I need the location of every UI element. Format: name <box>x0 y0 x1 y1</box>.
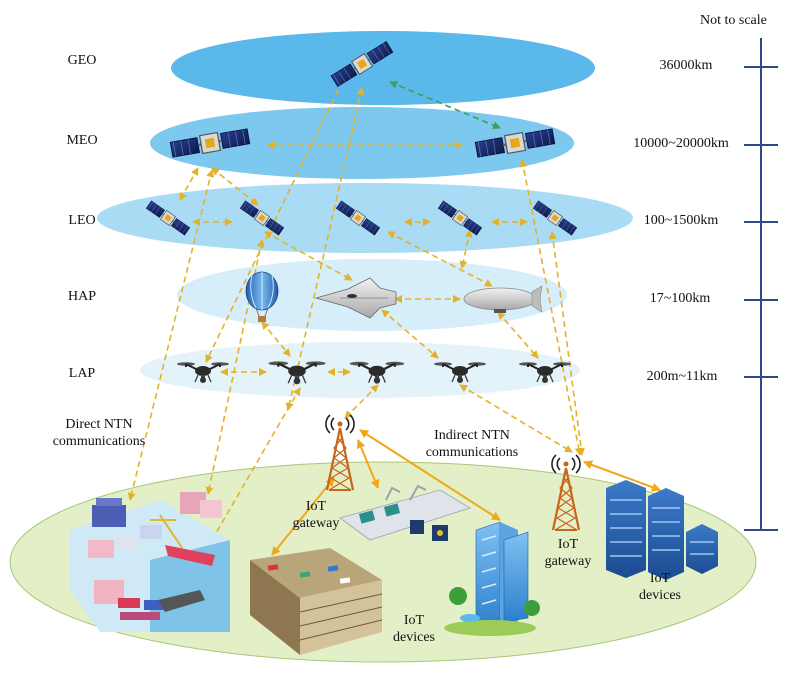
hap-label: HAP <box>67 289 96 304</box>
airship-icon <box>463 285 543 313</box>
direct-ntn-line-1: Direct NTN <box>65 417 133 432</box>
geo-layer-disc <box>171 31 595 105</box>
gateway-left-line-1: IoT <box>305 499 327 514</box>
lap-altitude-label: 200m~11km <box>646 369 718 384</box>
data-center-icon <box>606 480 718 580</box>
aircraft-icon <box>314 277 397 319</box>
gateway-right-line-1: IoT <box>557 537 579 552</box>
factory-line-icon <box>339 484 471 541</box>
direct-ntn-label: Direct NTN communications <box>14 416 184 450</box>
balloon-icon <box>245 271 279 322</box>
lap-label: LAP <box>68 366 96 381</box>
office-building-icon <box>444 521 540 636</box>
leo-altitude-label: 100~1500km <box>643 213 719 228</box>
indirect-ntn-label: Indirect NTN communications <box>392 427 552 461</box>
gateway-left-line-2: gateway <box>292 516 340 531</box>
iot-gateway-label-right: IoT gateway <box>528 536 608 570</box>
leo-label: LEO <box>68 213 96 228</box>
iot-devices-label-right: IoT devices <box>620 570 700 604</box>
iot-devices-label-center: IoT devices <box>374 612 454 646</box>
direct-ntn-line-2: communications <box>52 434 146 449</box>
devices-center-line-2: devices <box>393 630 435 645</box>
altitude-scale-bar <box>744 38 778 531</box>
meo-label: MEO <box>66 133 98 148</box>
iot-gateway-label-left: IoT gateway <box>276 498 356 532</box>
meo-altitude-label: 10000~20000km <box>633 136 729 151</box>
port-city-icon <box>70 492 230 632</box>
scale-note: Not to scale <box>700 13 767 28</box>
geo-altitude-label: 36000km <box>659 58 713 73</box>
indirect-ntn-line-2: communications <box>425 445 519 460</box>
devices-right-line-2: devices <box>639 588 681 603</box>
hap-altitude-label: 17~100km <box>649 291 711 306</box>
geo-label: GEO <box>67 53 97 68</box>
devices-center-line-1: IoT <box>403 613 425 628</box>
ground-links <box>271 429 661 556</box>
gateway-right-line-2: gateway <box>544 554 592 569</box>
parking-garage-icon <box>250 548 383 655</box>
indirect-ntn-line-1: Indirect NTN <box>434 428 510 443</box>
devices-right-line-1: IoT <box>649 571 671 586</box>
